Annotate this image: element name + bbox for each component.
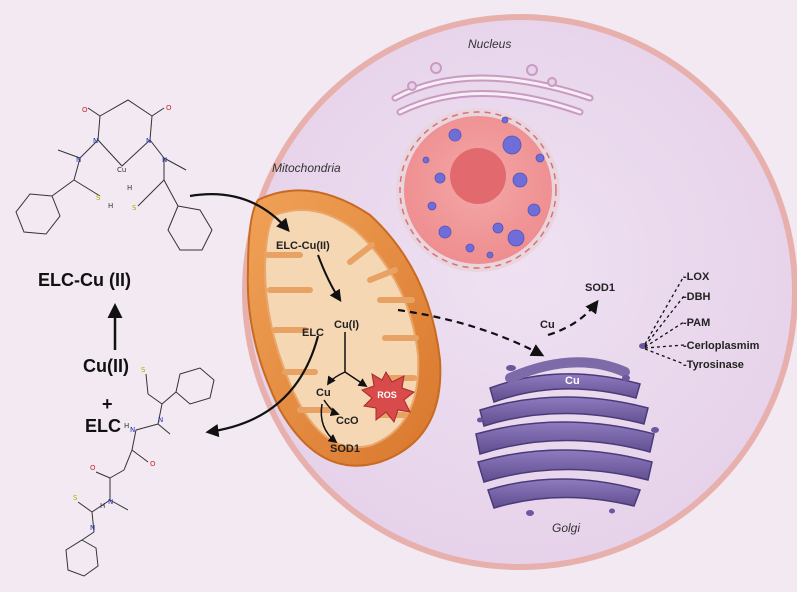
cu-mito-label: Cu	[316, 387, 331, 399]
atom-cu: Cu	[117, 166, 126, 174]
enzyme-lox: -LOX	[683, 271, 710, 283]
enzyme-tyrosinase: -Tyrosinase	[683, 359, 744, 371]
atom-n: N	[93, 137, 98, 145]
cu-ii-label: Cu(II)	[83, 356, 129, 376]
atom-h: H	[108, 202, 113, 210]
complex-to-mito-arrow	[189, 193, 290, 232]
atom-h: H	[124, 422, 129, 430]
atom-n: N	[90, 524, 95, 532]
cu-cytoplasm-label: Cu	[540, 319, 555, 331]
sod1-cytoplasm-label: SOD1	[585, 282, 615, 294]
atom-n: N	[162, 156, 167, 164]
er-vesicles	[407, 62, 557, 91]
elc-mito-label: ELC	[302, 327, 324, 339]
enzyme-dbh: -DBH	[683, 291, 711, 303]
atom-n: N	[76, 156, 81, 164]
cco-label: CcO	[336, 415, 359, 427]
atom-o: O	[90, 464, 96, 472]
nucleus-title: Nucleus	[468, 37, 511, 51]
cu-to-golgi-arrow	[397, 308, 545, 357]
atom-o: O	[166, 104, 172, 112]
golgi-title: Golgi	[552, 521, 580, 535]
ros-label: ROS	[377, 390, 397, 400]
elc-cu-ii-mito-label: ELC-Cu(II)	[276, 240, 330, 252]
atom-s: S	[73, 494, 78, 502]
ros-burst: ROS	[360, 370, 416, 424]
to-ros-arrow	[344, 371, 368, 387]
chromatin	[422, 116, 545, 259]
golgi-apparatus: Cu Golgi	[475, 357, 659, 535]
elc-cu-complex-structure	[15, 99, 213, 251]
atom-n: N	[146, 137, 151, 145]
cu-to-cco-arrow	[323, 399, 340, 416]
atom-s: S	[132, 204, 137, 212]
elc-cu-ii-to-cu-i-arrow	[317, 254, 342, 302]
elc-ligand-structure	[65, 367, 215, 577]
elc-ligand-atoms: S S N N N N H H O O	[73, 366, 163, 532]
complex-label: ELC-Cu (II)	[38, 270, 131, 290]
atom-o: O	[82, 106, 88, 114]
mitochondria-title: Mitochondria	[272, 161, 341, 175]
atom-o: O	[150, 460, 156, 468]
enzyme-pam: -PAM	[683, 317, 710, 329]
elc-label: ELC	[85, 416, 121, 436]
golgi-cisternae	[475, 373, 655, 509]
plus-sign: +	[102, 394, 113, 414]
nucleolus	[450, 148, 506, 204]
golgi-vesicles	[477, 365, 659, 516]
to-cu-arrow	[327, 371, 346, 386]
atom-n: N	[130, 426, 135, 434]
atom-s: S	[96, 194, 101, 202]
cu-i-label: Cu(I)	[334, 319, 359, 331]
atom-s: S	[141, 366, 146, 374]
golgi-cu-label: Cu	[565, 375, 580, 387]
elc-release-arrow	[205, 335, 320, 438]
nucleus: Nucleus	[391, 37, 594, 272]
sod1-mito-label: SOD1	[330, 443, 360, 455]
cu-to-sod1-mito-arrow	[320, 403, 338, 444]
left-panel: ELC-Cu (II) Cu(II) + ELC	[38, 270, 131, 436]
enzyme-ceruloplasmin: -Cerloplasmim	[683, 340, 760, 352]
atom-h: H	[127, 184, 132, 192]
atom-h: H	[100, 502, 105, 510]
cu-to-sod1-arrow	[547, 299, 599, 337]
atom-n: N	[158, 416, 163, 424]
enzyme-bracket	[639, 275, 685, 365]
elc-cu-complex-atoms: O O N N N N Cu S S H H	[76, 104, 172, 212]
atom-n: N	[108, 498, 113, 506]
mitochondrion: Mitochondria ROS ELC-Cu(II) ELC Cu(I) Cu…	[246, 161, 442, 467]
